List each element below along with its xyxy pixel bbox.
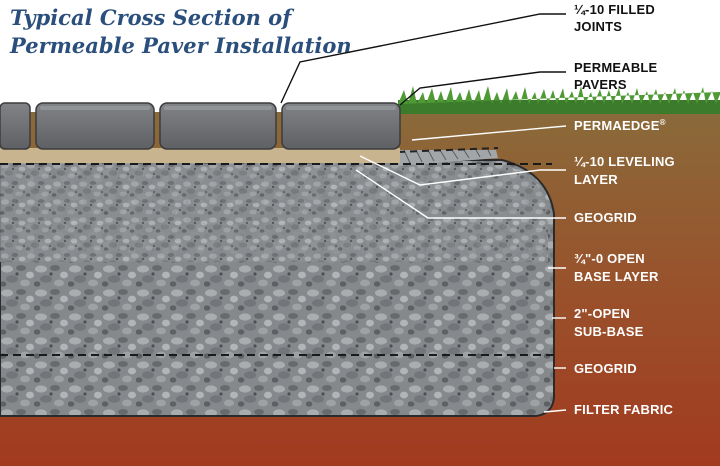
open-base-layer	[0, 164, 548, 262]
label-geogrid-bottom: GEOGRID	[574, 361, 637, 376]
label-base-2: BASE LAYER	[574, 269, 659, 284]
label-leveling-1: ¼-10 LEVELING	[574, 154, 675, 169]
label-subbase-2: SUB-BASE	[574, 324, 644, 339]
pavers	[0, 102, 401, 150]
permaedge-hatch	[403, 149, 492, 164]
leader-permaedge	[411, 125, 567, 141]
label-pavers-1: PERMEABLE	[574, 60, 658, 75]
grass	[398, 86, 720, 114]
title-line-1: Typical Cross Section of	[10, 5, 295, 30]
label-permaedge: PERMAEDGE®	[574, 118, 666, 133]
leveling-layer	[0, 148, 400, 163]
label-filled-joints-2: JOINTS	[574, 19, 622, 34]
leader-filter-fabric	[543, 409, 567, 413]
label-base-1: ¾"-0 OPEN	[574, 251, 645, 266]
permaedge-spike-line	[397, 147, 499, 153]
permaedge	[398, 150, 498, 166]
title-line-2: Permeable Paver Installation	[9, 33, 352, 58]
leader-filled-joints	[280, 13, 566, 104]
label-filled-joints-1: ¼-10 FILLED	[574, 2, 655, 17]
label-leveling-2: LAYER	[574, 172, 618, 187]
label-subbase-1: 2"-OPEN	[574, 306, 630, 321]
label-geogrid-top: GEOGRID	[574, 210, 637, 225]
leader-geogrid-top	[355, 169, 566, 219]
leader-leveling	[359, 155, 566, 186]
label-pavers-2: PAVERS	[574, 77, 627, 92]
label-filter-fabric: FILTER FABRIC	[574, 402, 674, 417]
leader-pavers	[399, 71, 566, 106]
